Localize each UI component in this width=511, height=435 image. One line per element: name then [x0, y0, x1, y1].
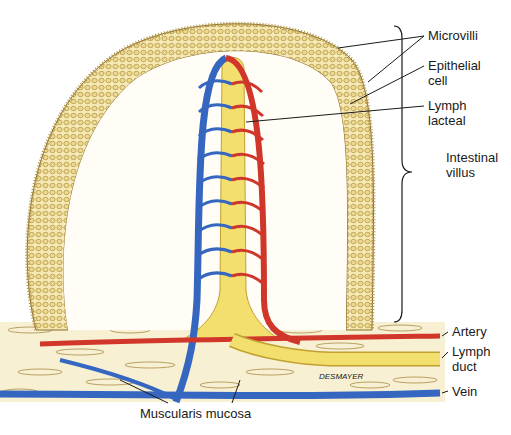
lymph-duct — [232, 340, 440, 359]
artery-label: Artery — [452, 324, 487, 339]
leader-lines — [120, 36, 448, 403]
lymph-duct-label: Lymph duct — [452, 344, 504, 374]
villus-bracket — [394, 26, 412, 322]
villus-label: Intestinal villus — [446, 150, 508, 180]
epithelial-cell-label: Epithelial cell — [428, 58, 500, 88]
lymph-duct-outline — [232, 340, 440, 359]
villus-artery — [226, 58, 300, 342]
vein-branch — [60, 360, 178, 400]
lymph-lacteal-label: Lymph lacteal — [428, 98, 490, 128]
microvilli-label: Microvilli — [428, 28, 478, 43]
artist-signature: DESMAYER — [318, 372, 364, 381]
vein-label: Vein — [452, 384, 477, 399]
vein-tube — [0, 393, 440, 396]
muscularis-label: Muscularis mucosa — [140, 406, 251, 421]
capillaries — [197, 81, 264, 284]
